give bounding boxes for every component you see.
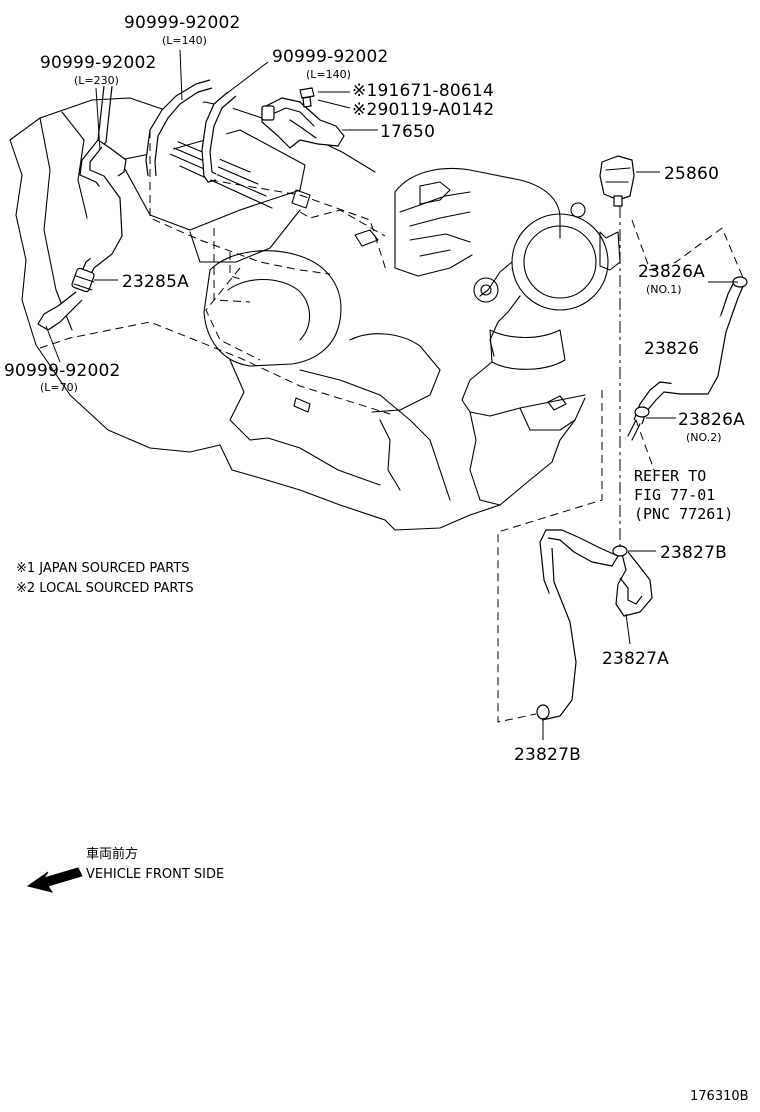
label-clamp-23826a-no1-sub: (NO.1)	[646, 283, 682, 296]
label-hose-top-left: 90999-92002	[124, 13, 241, 33]
refer-text-line3: (PNC 77261)	[634, 505, 733, 523]
label-hose-bottom-left-length: (L=70)	[40, 381, 78, 394]
bolt	[299, 87, 315, 108]
hose-90999-left	[79, 85, 127, 281]
vehicle-front-arrow-icon	[26, 867, 83, 893]
label-hose-top-left-length: (L=140)	[162, 34, 207, 47]
label-valve-17650: 17650	[380, 122, 435, 142]
refer-text-line1: REFER TO	[634, 467, 706, 485]
label-clamp-23826a-no2-sub: (NO.2)	[686, 431, 722, 444]
leader-lines	[45, 49, 738, 740]
label-hose-left-length: (L=230)	[74, 74, 119, 87]
hose-23827-long	[539, 529, 619, 721]
note-japan-sourced: ※1 JAPAN SOURCED PARTS	[16, 561, 190, 576]
direction-label-jp: 車両前方	[86, 846, 138, 862]
direction-label-en: VEHICLE FRONT SIDE	[86, 867, 224, 882]
label-hose-top-right: 90999-92002	[272, 47, 389, 67]
label-clamp-23826a-no1: 23826A	[638, 262, 705, 282]
figure-id: 176310B	[690, 1089, 749, 1104]
label-filter-23285a: 23285A	[122, 272, 189, 292]
label-bolt-japan: ※191671-80614	[352, 81, 494, 101]
label-clamp-23826a-no2: 23826A	[678, 410, 745, 430]
reference-lines	[39, 130, 745, 723]
vsv-25860	[599, 155, 635, 207]
label-vsv-25860: 25860	[664, 164, 719, 184]
label-hose-left: 90999-92002	[40, 53, 157, 73]
clamp-23827b-bottom	[536, 704, 550, 720]
label-hose-23826: 23826	[644, 339, 699, 359]
refer-text-line2: FIG 77-01	[634, 486, 715, 504]
hose-90999-top-left	[145, 79, 213, 177]
label-clamp-23827b-top: 23827B	[660, 543, 727, 563]
label-hose-top-right-length: (L=140)	[306, 68, 351, 81]
hose-90999-bottom-left	[37, 291, 83, 331]
hose-23826	[633, 281, 745, 425]
valve-17650	[261, 97, 345, 149]
label-clamp-23827b-bottom: 23827B	[514, 745, 581, 765]
hose-90999-top-right	[201, 91, 237, 183]
label-bolt-local: ※290119-A0142	[352, 100, 494, 120]
clamp-23826a-no2	[627, 406, 650, 441]
note-local-sourced: ※2 LOCAL SOURCED PARTS	[16, 581, 194, 596]
labels: 90999-92002 (L=140) 90999-92002 (L=230) …	[4, 13, 749, 1104]
label-hose-23827a: 23827A	[602, 649, 669, 669]
hose-23827a	[615, 551, 653, 617]
clamp-23827b-top	[612, 545, 628, 557]
filter-23285a	[71, 267, 95, 293]
label-hose-bottom-left: 90999-92002	[4, 361, 121, 381]
